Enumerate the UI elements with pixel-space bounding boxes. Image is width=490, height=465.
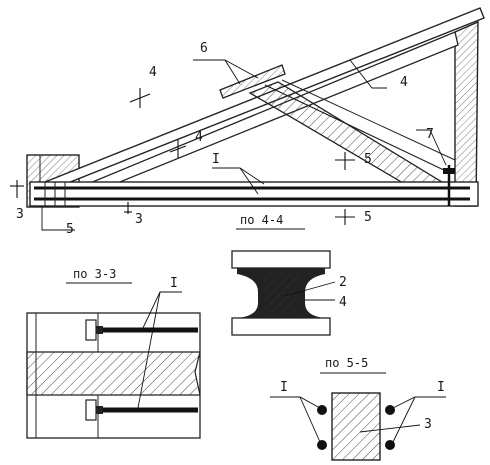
label-5-right: 5 (364, 152, 372, 167)
label-7: 7 (426, 127, 434, 142)
beam-ticks (44, 182, 66, 206)
label-3-left: 3 (16, 207, 24, 222)
secondary-strut (264, 84, 449, 173)
section-5-5-label-I-right: I (437, 380, 445, 395)
section-5-5-rod-left-top (317, 405, 327, 415)
leader-lines (41, 59, 447, 231)
section-marker-5 (335, 152, 355, 225)
section-marker-4 (129, 88, 187, 158)
label-5-left: 5 (66, 222, 74, 237)
section-5-5-timber (331, 392, 381, 461)
label-6: 6 (200, 41, 208, 56)
right-post (454, 20, 479, 207)
label-4-left: 4 (149, 65, 157, 80)
section-4-4-title: по 4-4 (240, 213, 283, 227)
label-5-bottom: 5 (364, 210, 372, 225)
secondary-strut-b (281, 79, 456, 161)
anchor-nut (443, 168, 455, 174)
section-4-4-label-4: 4 (339, 295, 347, 310)
upper-rafter (29, 7, 485, 191)
section-4-4-bottom-flange (231, 317, 331, 336)
tie-beam (29, 181, 479, 207)
section-4-4-label-2: 2 (339, 275, 347, 290)
section-5-5-drawing (270, 392, 446, 461)
section-5-5-label-3: 3 (424, 417, 432, 432)
section-4-4-leader-2 (284, 281, 336, 297)
label-I: I (212, 152, 220, 167)
section-5-5-title: по 5-5 (325, 356, 368, 370)
section-3-3-title: по 3-3 (73, 267, 116, 281)
section-4-4-inner (263, 272, 301, 318)
section-3-3-drawing (26, 291, 201, 439)
section-4-4-drawing (231, 250, 336, 336)
joint-overlay-plate (219, 64, 286, 99)
section-5-5-rod-left-bottom (317, 440, 327, 450)
section-5-5-rod-right-bottom (385, 440, 395, 450)
section-marker-3 (10, 180, 132, 214)
section-5-5-label-I-left: I (280, 380, 288, 395)
label-3-mid: 3 (135, 212, 143, 227)
section-3-3-label-I: I (170, 276, 178, 291)
diagonal-strut (248, 81, 458, 191)
section-3-3-hatched-beam (26, 351, 201, 396)
label-4-lower: 4 (195, 130, 203, 145)
section-5-5-rod-right-top (385, 405, 395, 415)
section-4-4-top-flange (231, 250, 331, 269)
main-elevation (10, 7, 485, 231)
label-4-upper-right: 4 (400, 75, 408, 90)
